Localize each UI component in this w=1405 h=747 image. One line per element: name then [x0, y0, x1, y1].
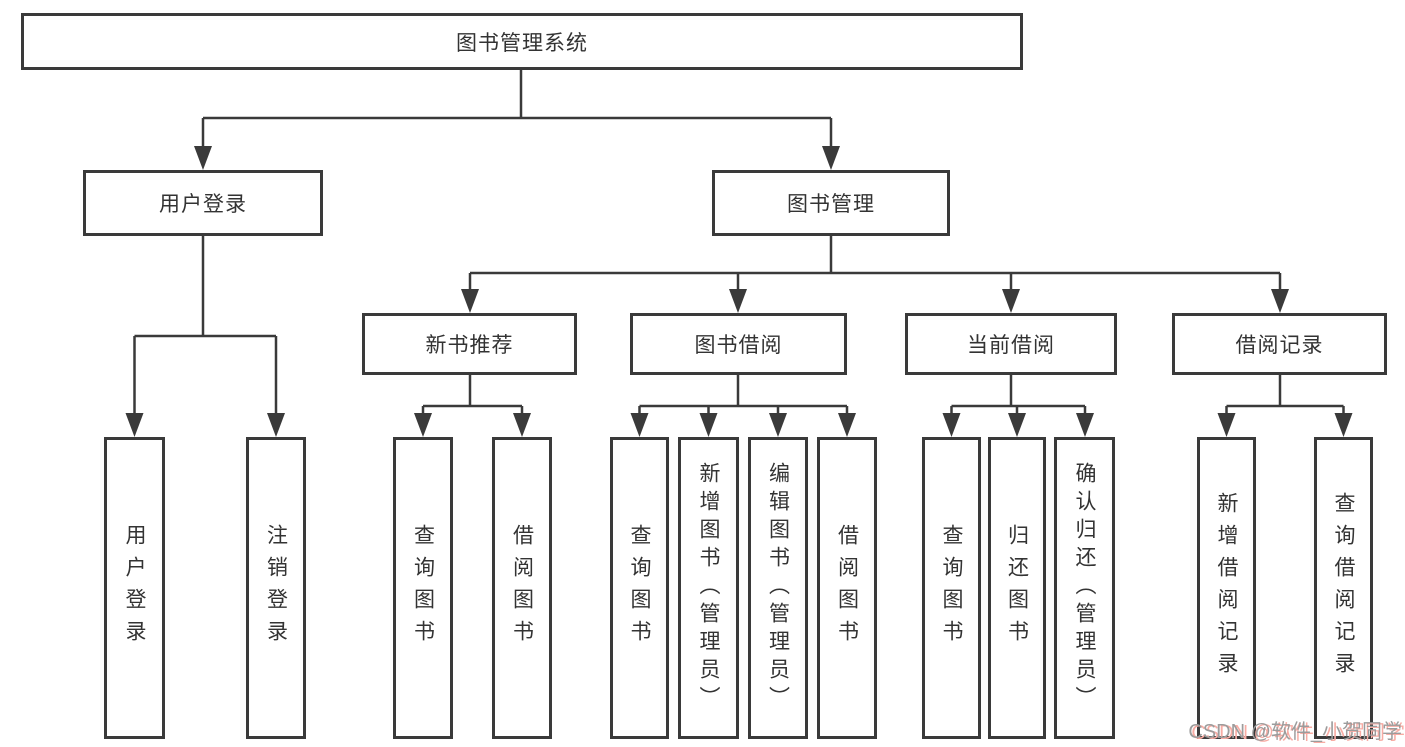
connector-recommend-to-leaves [414, 375, 531, 437]
node-new-book-recommend: 新书推荐 [362, 313, 577, 375]
arrowhead [125, 413, 144, 437]
arrowhead [1002, 289, 1020, 313]
leaf-add-book-admin: 新增图书（管理员） [678, 437, 739, 739]
leaf-query-books-borrowing: 查询图书 [610, 437, 669, 739]
node-label: 借阅记录 [1235, 334, 1324, 357]
arrowhead [699, 413, 718, 437]
node-label: 用户登录 [159, 193, 247, 216]
node-current-borrowing: 当前借阅 [905, 313, 1117, 375]
node-label: 图书借阅 [694, 334, 783, 357]
node-label: 新书推荐 [425, 334, 514, 357]
node-label: 图书管理 [787, 193, 875, 216]
leaf-label: 查询借阅记录 [1332, 492, 1355, 684]
node-borrow-records: 借阅记录 [1172, 313, 1387, 375]
leaf-label: 新增图书（管理员） [697, 462, 720, 714]
connector-records-to-leaves [1217, 375, 1353, 437]
leaf-label: 注销登录 [264, 524, 288, 652]
leaf-return-books: 归还图书 [988, 437, 1046, 739]
connector-bookmgmt-to-level3 [461, 236, 1289, 313]
arrowhead [630, 413, 649, 437]
leaf-query-borrow-record: 查询借阅记录 [1314, 437, 1373, 739]
node-user-login: 用户登录 [83, 170, 323, 236]
leaf-label: 归还图书 [1005, 524, 1029, 652]
leaf-label: 借阅图书 [510, 524, 534, 652]
arrowhead [1271, 289, 1289, 313]
arrowhead [1076, 413, 1094, 437]
leaf-add-borrow-record: 新增借阅记录 [1197, 437, 1256, 739]
node-book-borrowing: 图书借阅 [630, 313, 847, 375]
leaf-label: 确认归还（管理员） [1073, 462, 1096, 714]
node-label: 当前借阅 [967, 334, 1055, 357]
leaf-borrow-books-recommend: 借阅图书 [492, 437, 552, 739]
leaf-label: 编辑图书（管理员） [766, 462, 790, 714]
arrowhead [822, 146, 840, 170]
connector-current-to-leaves [942, 375, 1094, 437]
leaf-query-books-current: 查询图书 [922, 437, 981, 739]
node-library-management-system: 图书管理系统 [21, 13, 1023, 70]
arrowhead [838, 413, 856, 437]
leaf-user-login: 用户登录 [104, 437, 165, 739]
leaf-label: 查询图书 [940, 524, 963, 652]
arrowhead [414, 413, 432, 437]
arrowhead [769, 413, 787, 437]
arrowhead [267, 413, 285, 437]
arrowhead [513, 413, 531, 437]
leaf-label: 新增借阅记录 [1215, 492, 1238, 684]
leaf-label: 借阅图书 [835, 524, 859, 652]
leaf-borrow-books: 借阅图书 [817, 437, 877, 739]
leaf-query-books-recommend: 查询图书 [393, 437, 453, 739]
leaf-label: 查询图书 [628, 524, 651, 652]
leaf-label: 查询图书 [411, 524, 435, 652]
arrowhead [1334, 413, 1353, 437]
arrowhead [729, 289, 747, 313]
node-book-management: 图书管理 [712, 170, 950, 236]
leaf-edit-book-admin: 编辑图书（管理员） [748, 437, 808, 739]
connector-userlogin-to-leaves [125, 236, 285, 437]
arrowhead [461, 289, 479, 313]
arrowhead [1008, 413, 1026, 437]
arrowhead [942, 413, 961, 437]
csdn-watermark: CSDN @软件_小贺同学 [1188, 721, 1402, 743]
leaf-label: 用户登录 [123, 524, 146, 652]
connector-borrowing-to-leaves [630, 375, 856, 437]
leaf-confirm-return-admin: 确认归还（管理员） [1054, 437, 1115, 739]
leaf-logout: 注销登录 [246, 437, 306, 739]
arrowhead [1217, 413, 1236, 437]
node-label: 图书管理系统 [456, 31, 588, 55]
arrowhead [194, 146, 212, 170]
connector-root-to-level2 [194, 69, 840, 170]
